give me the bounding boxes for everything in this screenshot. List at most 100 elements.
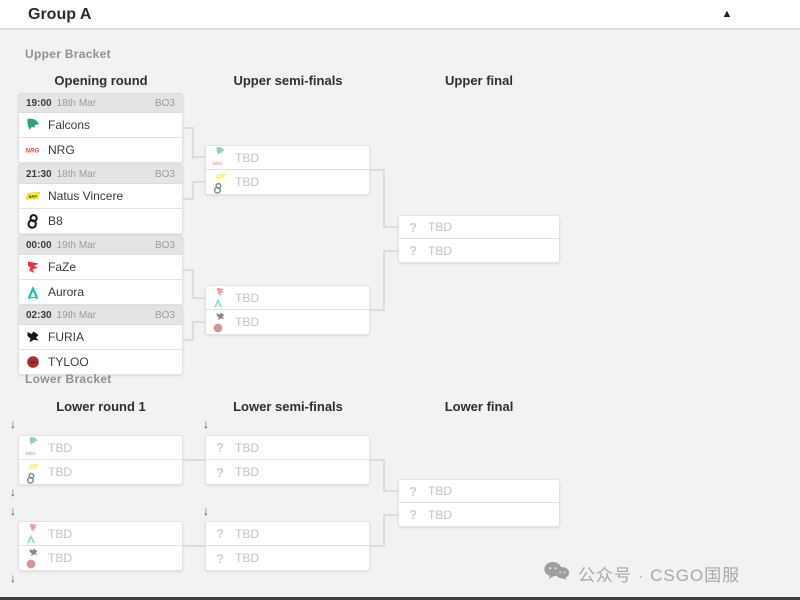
bracket-connector (383, 226, 399, 228)
furia-logo (25, 329, 41, 345)
bracket-connector (192, 297, 206, 299)
watermark-text: 公众号 · CSGO国服 (578, 566, 741, 585)
aurora-logo (25, 284, 41, 300)
bracket-slot[interactable]: NRG TBD (18, 435, 183, 460)
possible-teams-furia-tyloo-logos (212, 311, 228, 334)
match-card-opening-4: 02:30 19th Mar BO3 FURIA TYLOO (18, 305, 183, 375)
svg-text:NRG: NRG (212, 161, 223, 166)
faze-logo (25, 259, 41, 275)
team-row-aurora[interactable]: Aurora (18, 280, 183, 305)
bracket-connector (383, 514, 399, 516)
bracket-slot[interactable]: ? TBD (398, 239, 560, 263)
match-card-upper-final: ? TBD ? TBD (398, 215, 560, 263)
team-name: TYLOO (48, 355, 89, 369)
slot-label: TBD (235, 315, 259, 329)
unknown-team-icon: ? (409, 507, 417, 522)
slot-label: TBD (235, 526, 259, 541)
unknown-team-icon: ? (216, 550, 224, 566)
match-time: 21:30 (26, 168, 52, 180)
match-date: 18th Mar (56, 168, 97, 180)
bottom-bar (0, 597, 800, 600)
bracket-slot[interactable]: ? TBD (205, 435, 370, 460)
team-row-nrg[interactable]: NRG NRG (18, 138, 183, 163)
bracket-slot[interactable]: TBD (205, 170, 370, 195)
slot-label: TBD (428, 220, 452, 234)
match-date: 19th Mar (56, 309, 97, 321)
bracket-slot[interactable]: ? TBD (398, 479, 560, 503)
slot-label: TBD (48, 551, 72, 565)
match-card-lower-round1-1: NRG TBD TBD (18, 435, 183, 485)
column-header-upper-semi-finals: Upper semi-finals (233, 73, 343, 88)
match-format: BO3 (154, 97, 175, 109)
collapse-caret-icon[interactable]: ▲ (721, 8, 733, 20)
bracket-slot[interactable]: TBD (205, 310, 370, 335)
loser-drop-arrow-icon: ↓ (10, 571, 16, 585)
column-header-lower-semi-finals: Lower semi-finals (233, 399, 343, 414)
bracket-slot[interactable]: ? TBD (205, 460, 370, 485)
bracket-connector (383, 169, 385, 228)
bracket-slot[interactable]: TBD (18, 460, 183, 485)
bracket-connector (383, 250, 399, 252)
slot-label: TBD (428, 507, 452, 522)
tyloo-logo (25, 354, 41, 370)
match-format: BO3 (154, 239, 175, 251)
slot-label: TBD (235, 440, 259, 455)
svg-text:NAVI: NAVI (29, 194, 37, 199)
bracket-slot[interactable]: ? TBD (205, 546, 370, 571)
team-row-falcons[interactable]: Falcons (18, 113, 183, 138)
match-header: 19:00 18th Mar BO3 (18, 93, 183, 113)
match-card-opening-2: 21:30 18th Mar BO3 NAVI Natus Vincere B8 (18, 164, 183, 234)
slot-label: TBD (235, 175, 259, 189)
team-name: Natus Vincere (48, 189, 124, 203)
upper-bracket-label: Upper Bracket (25, 47, 111, 61)
bracket-connector (192, 181, 206, 183)
unknown-team-icon: ? (409, 219, 417, 235)
unknown-team-icon: ? (409, 243, 417, 258)
team-name: Aurora (48, 285, 85, 299)
bracket-connector (370, 309, 384, 311)
falcons-logo (25, 117, 41, 133)
bracket-connector (192, 156, 206, 158)
bracket-connector (192, 321, 206, 323)
column-header-lower-round-1: Lower round 1 (56, 399, 146, 414)
possible-teams-falcons-nrg-logos: NRG (212, 146, 228, 169)
bracket-connector (370, 459, 384, 461)
bracket-connector (370, 169, 384, 171)
bracket-slot[interactable]: ? TBD (398, 503, 560, 527)
match-card-lower-semi-1: ? TBD ? TBD (205, 435, 370, 485)
team-name: NRG (48, 143, 75, 157)
slot-label: TBD (235, 290, 259, 305)
unknown-team-icon: ? (409, 483, 417, 499)
slot-label: TBD (235, 551, 259, 565)
bracket-slot[interactable]: ? TBD (398, 215, 560, 239)
team-row-faze[interactable]: FaZe (18, 255, 183, 280)
bracket-connector (192, 181, 194, 200)
match-header: 02:30 19th Mar BO3 (18, 305, 183, 325)
loser-drop-arrow-icon: ↓ (10, 485, 16, 499)
match-card-lower-final: ? TBD ? TBD (398, 479, 560, 527)
bracket-slot[interactable]: TBD (205, 285, 370, 310)
bracket-connector (192, 321, 194, 341)
team-row-b8[interactable]: B8 (18, 209, 183, 234)
team-row-furia[interactable]: FURIA (18, 325, 183, 350)
bracket-connector (383, 490, 399, 492)
match-card-upper-semi-2: TBD TBD (205, 285, 370, 335)
match-header: 21:30 18th Mar BO3 (18, 164, 183, 184)
slot-label: TBD (428, 243, 452, 258)
match-format: BO3 (154, 168, 175, 180)
possible-teams-falcons-nrg-logos: NRG (25, 436, 41, 459)
bracket-slot[interactable]: TBD (18, 521, 183, 546)
bracket-connector (183, 459, 205, 461)
navi-logo: NAVI (25, 188, 41, 204)
team-row-tyloo[interactable]: TYLOO (18, 350, 183, 375)
team-name: Falcons (48, 118, 91, 132)
team-row-natus-vincere[interactable]: NAVI Natus Vincere (18, 184, 183, 209)
possible-teams-furia-tyloo-logos (25, 547, 41, 570)
match-time: 02:30 (26, 309, 52, 321)
bracket-slot[interactable]: NRG TBD (205, 145, 370, 170)
unknown-team-icon: ? (216, 440, 224, 455)
bracket-slot[interactable]: ? TBD (205, 521, 370, 546)
match-format: BO3 (154, 309, 175, 321)
bracket-connector (370, 545, 384, 547)
bracket-slot[interactable]: TBD (18, 546, 183, 571)
